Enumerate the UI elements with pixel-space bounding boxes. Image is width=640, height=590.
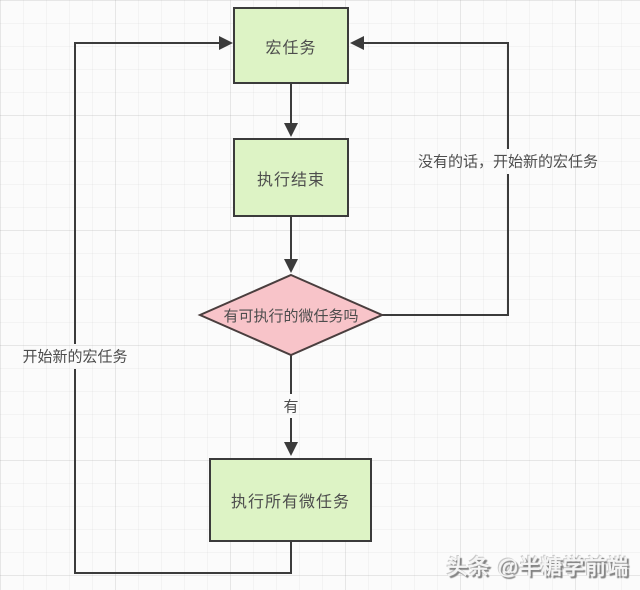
arrowhead-down-to-decision: [284, 259, 298, 273]
node-microtask-check-label: 有可执行的微任务吗: [223, 307, 359, 325]
arrowhead-down-to-microtasks: [284, 442, 298, 456]
edge-loop-left-back-to-macro: [74, 42, 292, 574]
node-macro-task-label: 宏任务: [265, 39, 317, 57]
node-run-all-microtasks: 执行所有微任务: [209, 458, 372, 542]
node-run-all-microtasks-label: 执行所有微任务: [230, 494, 350, 511]
node-execution-end-label: 执行结束: [256, 171, 325, 189]
edge-label-no-start-new-macro: 没有的话，开始新的宏任务: [417, 153, 599, 171]
node-execution-end: 执行结束: [233, 138, 349, 217]
edge-label-yes: 有: [283, 398, 299, 416]
arrowhead-right-into-macro: [219, 36, 233, 50]
node-microtask-check: 有可执行的微任务吗: [200, 275, 382, 355]
watermark-text: 头条 @半糖学前端: [446, 556, 629, 579]
node-macro-task: 宏任务: [233, 7, 349, 84]
arrowhead-left-into-macro: [350, 36, 364, 50]
arrowhead-down-to-end: [284, 123, 298, 137]
edge-label-start-new-macro: 开始新的宏任务: [22, 348, 128, 366]
edge-loop-right-back-to-macro: [364, 42, 509, 316]
decision-diamond-shape: [197, 273, 385, 357]
